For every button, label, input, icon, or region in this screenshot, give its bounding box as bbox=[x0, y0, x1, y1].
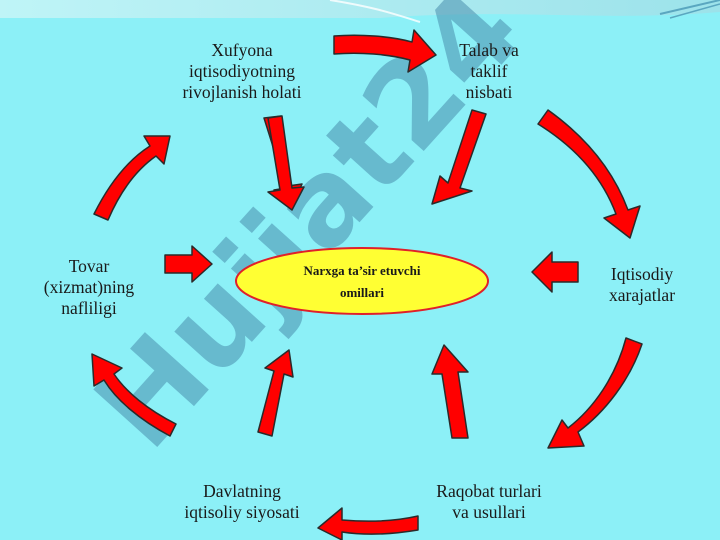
node-iqtisodiy-line2: xarajatlar bbox=[608, 285, 676, 305]
arrow-cycle-left-top bbox=[93, 135, 171, 221]
node-xufyona-line1: Xufyona bbox=[211, 40, 273, 60]
arrow-cycle-bottom bbox=[317, 507, 419, 540]
node-xufyona-line3: rivojlanish holati bbox=[182, 82, 302, 102]
node-davlat-line1: Davlatning bbox=[203, 481, 281, 501]
node-tovar: Tovar (xizmat)ning nafliligi bbox=[28, 256, 150, 319]
node-tovar-line2: (xizmat)ning bbox=[43, 277, 135, 297]
node-talab-line3: nisbati bbox=[465, 82, 513, 102]
arrow-raqobat-to-center bbox=[431, 344, 469, 439]
node-tovar-line1: Tovar bbox=[68, 256, 110, 276]
arrow-xufyona-to-center-shaft bbox=[267, 115, 305, 211]
arrow-davlat-to-center bbox=[257, 349, 294, 437]
arrow-cycle-right-top bbox=[537, 109, 641, 239]
arrow-iqtisodiy-to-center bbox=[531, 251, 579, 293]
node-talab-line2: taklif bbox=[470, 61, 508, 81]
node-xufyona: Xufyona iqtisodiyotning rivojlanish hola… bbox=[160, 40, 324, 103]
arrow-tovar-to-center bbox=[164, 245, 213, 283]
center-label-line2: omillari bbox=[339, 285, 385, 300]
node-raqobat-line2: va usullari bbox=[452, 502, 526, 522]
arrow-cycle-top bbox=[333, 29, 437, 73]
center-ellipse bbox=[235, 247, 489, 315]
node-iqtisodiy-line1: Iqtisodiy bbox=[610, 264, 674, 284]
node-talab: Talab va taklif nisbati bbox=[436, 40, 542, 103]
node-talab-line1: Talab va bbox=[459, 40, 519, 60]
node-raqobat: Raqobat turlari va usullari bbox=[414, 481, 564, 523]
arrow-cycle-right-bottom bbox=[547, 337, 643, 449]
node-davlat-line2: iqtisoliy siyosati bbox=[184, 502, 300, 522]
node-tovar-line3: nafliligi bbox=[61, 298, 117, 318]
node-raqobat-line1: Raqobat turlari bbox=[436, 481, 542, 501]
arrow-cycle-left-bottom bbox=[91, 353, 177, 437]
node-davlat: Davlatning iqtisoliy siyosati bbox=[166, 481, 318, 523]
top-decorative-band bbox=[0, 0, 720, 23]
arrow-talab-to-center bbox=[431, 109, 487, 205]
node-iqtisodiy: Iqtisodiy xarajatlar bbox=[592, 264, 692, 306]
center-label: Narxga ta’sir etuvchi omillari bbox=[262, 260, 462, 304]
center-label-line1: Narxga ta’sir etuvchi bbox=[303, 263, 421, 278]
node-xufyona-line2: iqtisodiyotning bbox=[189, 61, 295, 81]
